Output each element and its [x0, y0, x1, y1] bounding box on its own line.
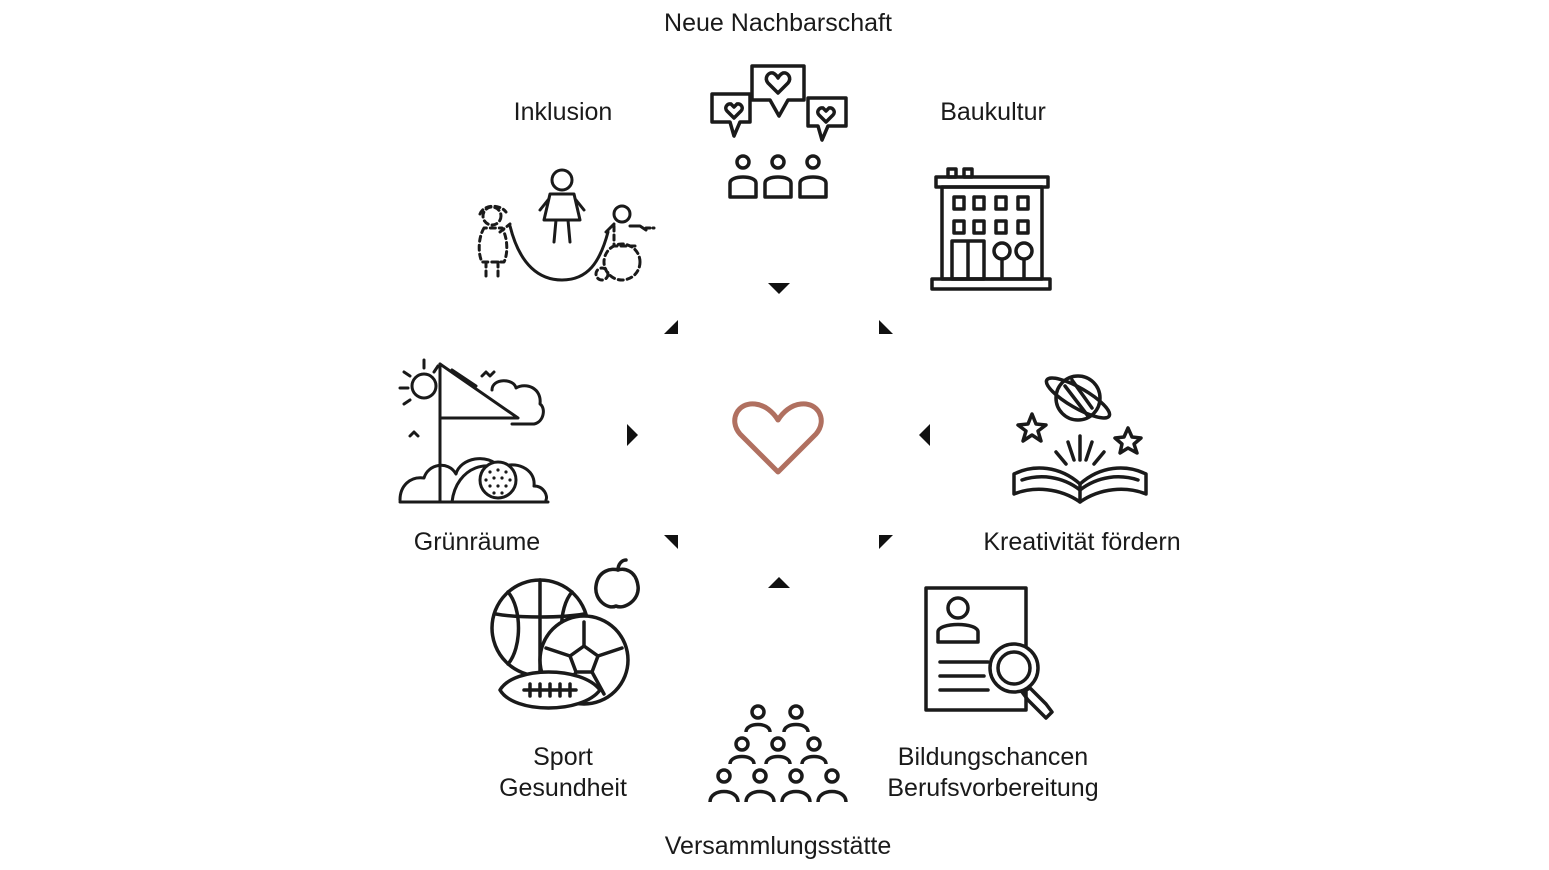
arrow-diag-nw-icon [879, 320, 893, 334]
arrow-diag-ne-icon [664, 320, 678, 334]
resume-search-icon [922, 584, 1060, 724]
heart-icon [732, 401, 824, 475]
book-planet-icon [1010, 368, 1150, 506]
label-versammlungsstaette: Versammlungsstätte [665, 831, 892, 862]
audience-icon [706, 702, 850, 810]
park-flag-icon [396, 356, 552, 506]
arrow-left-icon [919, 424, 930, 446]
label-line: Baukultur [940, 98, 1046, 126]
label-line: Bildungschancen [897, 743, 1089, 771]
arrow-diag-sw-icon [879, 535, 893, 549]
label-line: Kreativität fördern [983, 528, 1181, 556]
jump-rope-inclusion-icon [470, 166, 658, 286]
label-line: Neue Nachbarschaft [664, 9, 892, 37]
label-inklusion: Inklusion [514, 97, 613, 128]
label-line: Grünräume [413, 528, 541, 556]
arrow-right-icon [627, 424, 638, 446]
label-sport: Sport Gesundheit [499, 742, 627, 804]
label-line: Inklusion [513, 98, 613, 126]
label-line: Sport [533, 743, 593, 771]
arrow-up-icon [768, 577, 790, 588]
label-neue-nachbarschaft: Neue Nachbarschaft [664, 8, 892, 39]
label-baukultur: Baukultur [940, 97, 1046, 128]
label-bildungschancen: Bildungschancen Berufsvorbereitung [887, 742, 1098, 804]
label-line: Gesundheit [499, 774, 627, 802]
community-hearts-icon [708, 62, 850, 202]
label-line: Berufsvorbereitung [887, 774, 1099, 802]
arrow-diag-se-icon [664, 535, 678, 549]
building-icon [928, 165, 1054, 293]
sports-balls-icon [488, 558, 644, 722]
label-line: Versammlungsstätte [664, 832, 892, 860]
label-gruenraeume: Grünräume [414, 527, 540, 558]
label-kreativitaet: Kreativität fördern [983, 527, 1180, 558]
arrow-down-icon [768, 283, 790, 294]
